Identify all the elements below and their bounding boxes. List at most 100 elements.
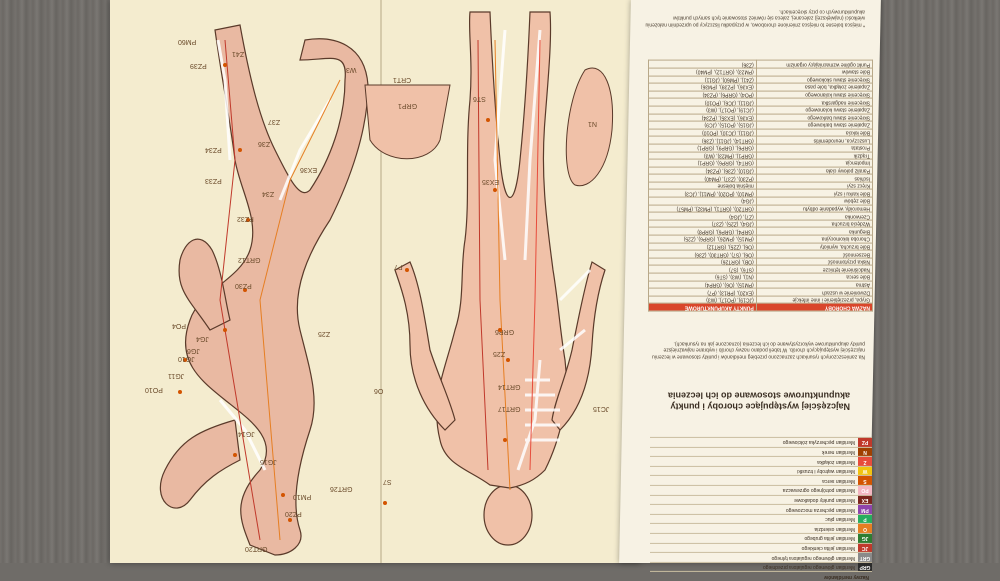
disease-cell: Skręcenie nadgarstka <box>756 98 873 107</box>
table-row: Paraliż połowy ciała(JG10), (Z36), (PZ34… <box>648 166 873 175</box>
meridian-lines <box>219 39 541 541</box>
intro-paragraph: Na zamieszczonych rysunkach zaznaczono p… <box>652 340 865 360</box>
figure-label: N1 <box>588 120 597 127</box>
legend-name: Meridian nerek <box>821 448 855 455</box>
legend-code: GRP <box>858 562 872 572</box>
table-row: Grypa, przeziębienie i inne infekcje(JC1… <box>648 295 873 304</box>
figure-label: JG4 <box>196 335 209 342</box>
table-row: Hemoroidy, wypadanie odbytu(GRT20), (GRT… <box>648 204 873 213</box>
table-row: Bóle serca(N1), (W3), (ST6) <box>648 273 873 281</box>
figure-label: PO10 <box>145 386 163 393</box>
disease-cell: Grypa, przeziębienie i inne infekcje <box>756 295 873 304</box>
legend-code: JG <box>858 533 872 543</box>
table-row: Czerwonka(Z7), (JG4) <box>648 212 873 220</box>
points-cell: (JG4), (Z25), (Z37) <box>648 219 757 228</box>
legend-name: Meridian pęcherza moczowego <box>785 506 855 513</box>
disease-cell: Bóle zębów <box>756 197 873 205</box>
figure-label: GRP6 <box>495 328 515 335</box>
disease-cell: Skręcenie stawu barkowego <box>756 113 873 122</box>
figure-label: Z34 <box>262 190 275 197</box>
table-row: Skręcenie stawu kolanowego(PO4), (GRP6),… <box>648 90 873 99</box>
disease-cell: Skręcenie stawu skokowego <box>756 75 873 84</box>
figure-label: JC15 <box>593 405 610 412</box>
disease-cell: Niska przytomność <box>756 257 873 266</box>
figure-label: W3 <box>346 66 357 73</box>
table-row: Ischias(PZ30), (Z37), (PM40) <box>648 174 873 182</box>
figure-label: ST6 <box>473 95 486 102</box>
table-row: Nadciśnienie tętnicze(ST6), (S7) <box>648 265 873 274</box>
points-cell: (JC19), (PO17), (W3) <box>648 295 757 304</box>
points-cell: (EX36), (EX35), (PZ34) <box>648 113 757 122</box>
legend-header: Nazwy meridianów <box>650 571 872 581</box>
disease-cell: Bóle stawów <box>756 68 873 76</box>
table-row: Zapalenie stawu kolanowego(JC19), (PO17)… <box>648 106 873 114</box>
legend-name: Meridian potrójnego ogrzewacza <box>782 487 855 494</box>
disease-cell: Nadciśnienie tętnicze <box>756 265 873 274</box>
figure-label: PM60 <box>178 38 197 45</box>
disease-cell: Paraliż połowy ciała <box>756 166 873 175</box>
disease-cell: Bóle brzucha, wymioty <box>756 242 873 251</box>
table-row: Biegunka(GRP4), (GRP6), (GRP8) <box>648 227 873 236</box>
legend-code: PO <box>858 485 872 495</box>
points-cell: (JC19), (PO17), (W3) <box>648 106 757 114</box>
figure-label: P7 <box>394 263 403 270</box>
legend-name: Meridian głównego regulatora przedniego <box>762 564 855 571</box>
table-row: Skręcenie nadgarstka(JG11), (JC6), (PO10… <box>648 98 873 107</box>
points-cell: (GRT20), (GRT1), (PM32), (PM57) <box>648 204 757 213</box>
legend-name: Meridian wątroby i trzustki <box>797 468 855 475</box>
figure-label: PZ39 <box>190 62 207 69</box>
table-row: Astma(PM15), (O6), (GRP4) <box>648 280 873 289</box>
disease-cell: Zapalenie stawu barkowego <box>756 121 873 129</box>
points-cell: (PM10), (PO20), (PM11), (JC3) <box>648 189 757 198</box>
figure-label: GRT26 <box>330 485 353 492</box>
figure-label: Z41 <box>232 50 245 57</box>
poster-title: Najczęściej występujące choroby i punkty… <box>667 390 850 412</box>
header-disease: NAZWA CHOROBY <box>756 303 873 312</box>
table-row: Trądzik(GRP1), (PM23), (W3) <box>648 151 873 160</box>
figure-label: JG10 <box>178 355 195 362</box>
points-cell: (JG10), (Z36), (PZ34) <box>648 166 757 175</box>
points-cell: (PM15), (PM26), (GRP6), (Z25) <box>648 235 757 243</box>
points-cell: (GRT4), (GRP6), (GRP1) <box>648 159 757 167</box>
points-cell: mięśnia bolesne <box>648 182 757 190</box>
disease-cell: Punkt ogólne wzmacniający organizm <box>756 60 873 69</box>
figure-label: PZ30 <box>235 282 252 289</box>
table-row: Luszczyca, neurodermitis(GRT14), (JG11),… <box>648 136 873 145</box>
legend-code: JC <box>858 543 872 553</box>
table-row: Dzwonienie w uszach(EX20), (PR13), (P7) <box>648 288 873 296</box>
table-row: Skręcenie stawu skokowego(Z41), (PM60), … <box>648 75 873 84</box>
points-cell: (OB), (GRT26) <box>648 257 757 266</box>
disease-cell: Bóle łokcia <box>756 128 873 137</box>
disease-cell: Prostata <box>756 144 873 152</box>
legend-name: Meridian osierdzia <box>814 525 855 532</box>
figure-label: GRT12 <box>238 256 261 263</box>
disease-cell: Choroba lokomocyjna <box>756 235 873 243</box>
points-cell: (PZ30), (Z37), (PM40) <box>648 174 757 182</box>
disease-cell: Zapalenie żołądka, bóle pasa <box>756 83 873 91</box>
points-cell: (Z7), (JG4) <box>648 212 757 220</box>
table-row: Zapalenie żołądka, bóle pasa(EX36), (PZ3… <box>648 83 873 91</box>
front-view-figure <box>394 11 606 546</box>
table-row: Wzdęcia brzucha(JG4), (Z25), (Z37) <box>648 219 873 228</box>
disease-cell: Wzdęcia brzucha <box>756 219 873 228</box>
figure-label: PO4 <box>172 322 187 329</box>
figure-label: GRT17 <box>498 405 521 412</box>
skeleton-overlay <box>216 29 592 471</box>
legend-code: PZ <box>858 438 872 447</box>
table-row: Skręcenie stawu barkowego(EX36), (EX35),… <box>648 113 873 122</box>
figure-label: GRT14 <box>498 383 521 390</box>
disease-cell: Bezsenność <box>756 250 873 258</box>
legend-code: O <box>858 524 872 533</box>
figure-label: Z25 <box>318 330 331 337</box>
table-row: Impotencja(GRT4), (GRP6), (GRP1) <box>648 159 873 167</box>
points-cell: (O6), (Z25), (GRT12) <box>648 242 757 251</box>
legend-name: Meridian pęcherzyka żółciowego <box>782 439 855 446</box>
disease-cell: Czerwonka <box>756 212 873 220</box>
